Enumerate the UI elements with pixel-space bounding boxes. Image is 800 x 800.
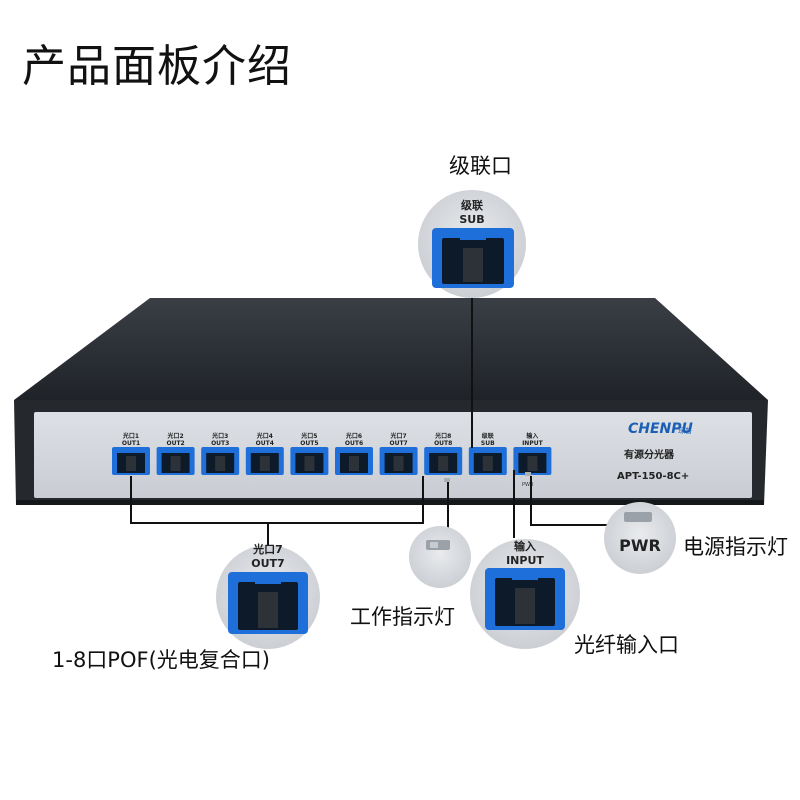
port-label-cn: 光口5 <box>300 432 317 440</box>
callout-work-led: 工作指示灯 <box>350 605 455 629</box>
port-ferrule <box>126 456 136 471</box>
zoom-out7: 光口7 OUT7 <box>216 542 320 649</box>
svg-text:INPUT: INPUT <box>506 554 544 567</box>
port-label-en: INPUT <box>522 440 544 447</box>
svg-text:SUB: SUB <box>459 213 484 226</box>
chassis-top <box>14 298 768 400</box>
svg-text:OUT7: OUT7 <box>251 557 284 570</box>
port-label-en: OUT5 <box>300 440 318 447</box>
port-ferrule <box>170 456 181 471</box>
zoom-pwr: PWR <box>604 502 676 574</box>
zoom-input: 输入 INPUT <box>470 539 580 649</box>
power-led <box>525 472 531 476</box>
port-label-cn: 光口8 <box>434 432 451 440</box>
port-label-en: OUT2 <box>166 440 184 447</box>
page-title: 产品面板介绍 <box>22 41 292 92</box>
brand-logo: CHENPU <box>628 421 694 437</box>
pwr-label: PWR <box>522 482 534 488</box>
port-label-en: OUT8 <box>434 440 452 447</box>
port-label-cn: 级联 <box>481 432 494 440</box>
device-model: APT-150-8C+ <box>617 471 689 482</box>
port-ferrule <box>259 456 270 471</box>
port-label-cn: 输入 <box>526 432 538 440</box>
port-label-cn: 光口1 <box>122 432 139 440</box>
port-label-en: OUT6 <box>345 440 363 447</box>
port-label-en: OUT3 <box>211 440 229 447</box>
brand-logo-sub: 琛普 <box>678 426 692 435</box>
port-label-en: OUT7 <box>389 440 407 447</box>
port-label-cn: 光口2 <box>167 432 184 440</box>
port-ferrule <box>304 456 315 471</box>
port-ferrule <box>349 456 359 471</box>
port-label-en: OUT4 <box>256 440 274 447</box>
device-name: 有源分光器 <box>624 448 675 461</box>
port-ferrule <box>215 456 226 471</box>
port-label-cn: 光口3 <box>211 432 228 440</box>
work-led <box>444 478 450 482</box>
port-ferrule <box>393 456 404 471</box>
port-label-en: OUT1 <box>122 440 140 447</box>
zoom-work-led <box>409 526 471 588</box>
port-label-cn: 光口7 <box>390 432 407 440</box>
callout-power-led: 电源指示灯 <box>683 535 788 559</box>
port-label-en: SUB <box>481 440 495 447</box>
port-label-cn: 光口4 <box>256 432 273 440</box>
svg-text:级联: 级联 <box>460 198 483 212</box>
svg-text:PWR: PWR <box>619 536 661 555</box>
port-ferrule <box>482 456 493 471</box>
callout-fiber-input: 光纤输入口 <box>574 633 679 657</box>
port-label-cn: 光口6 <box>345 432 362 440</box>
callout-pof-ports: 1-8口POF(光电复合口) <box>52 648 270 672</box>
port-ferrule <box>438 456 449 471</box>
port-ferrule <box>527 456 538 471</box>
callout-sub-port: 级联口 <box>449 154 512 178</box>
svg-text:输入: 输入 <box>514 539 536 553</box>
zoom-sub: 级联 SUB <box>418 190 526 298</box>
svg-text:光口7: 光口7 <box>252 542 283 556</box>
